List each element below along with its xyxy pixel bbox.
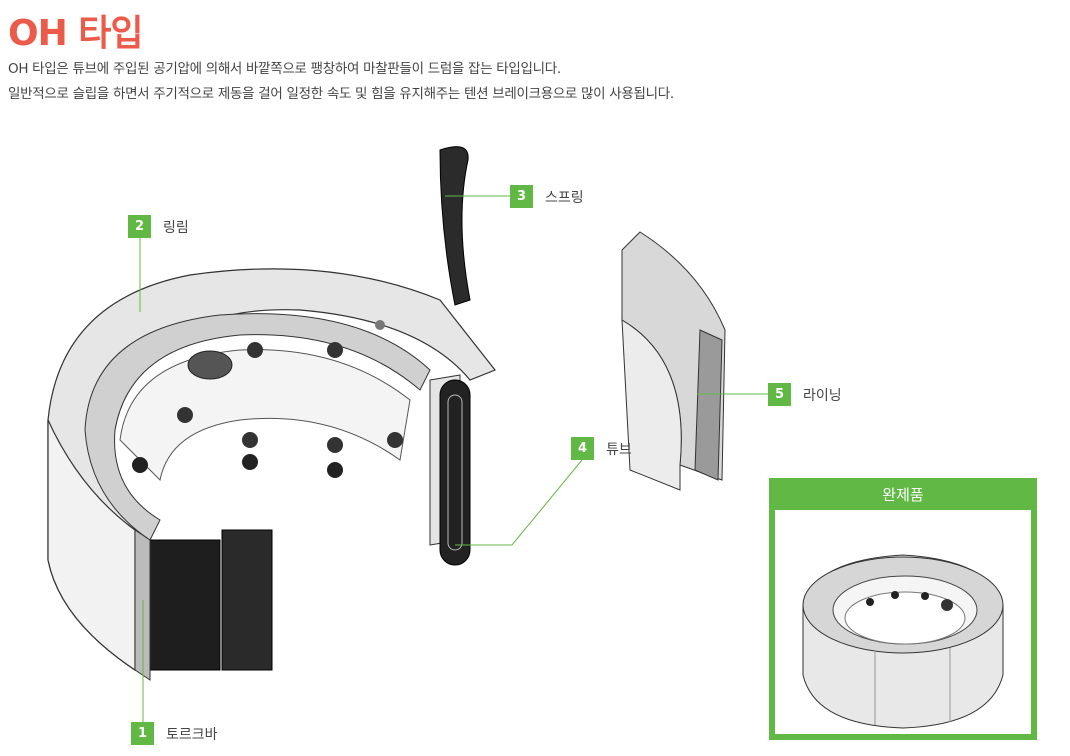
page-title: OH 타입 [8,13,144,54]
callout-number: 1 [131,722,154,745]
finished-product-title: 완제품 [769,478,1037,510]
callout-label: 링림 [163,219,189,236]
callout-label: 스프링 [545,189,584,206]
callout-spring: 3 스프링 [510,185,584,208]
description-line-2: 일반적으로 슬립을 하면서 주기적으로 제동을 걸어 일정한 속도 및 힘을 유… [8,86,674,102]
tube-drawing [439,379,471,566]
callout-number: 3 [510,185,533,208]
ring-rim-drawing [47,268,496,681]
callout-ring-rim: 2 링림 [128,215,189,238]
callout-torque-bar: 1 토르크바 [131,722,218,745]
leader-lines [139,195,768,722]
callout-label: 튜브 [606,441,632,458]
spring-drawing [439,146,471,306]
callout-number: 4 [571,437,594,460]
description-line-1: OH 타입은 튜브에 주입된 공기압에 의해서 바깥쪽으로 팽창하여 마찰판들이… [8,61,561,77]
callout-lining: 5 라이닝 [768,383,842,406]
callout-number: 5 [768,383,791,406]
finished-product-box: 완제품 [769,478,1037,740]
finished-product-image [802,554,1004,729]
callout-tube: 4 튜브 [571,437,632,460]
callout-number: 2 [128,215,151,238]
callout-label: 라이닝 [803,387,842,404]
callout-label: 토르크바 [166,726,218,743]
